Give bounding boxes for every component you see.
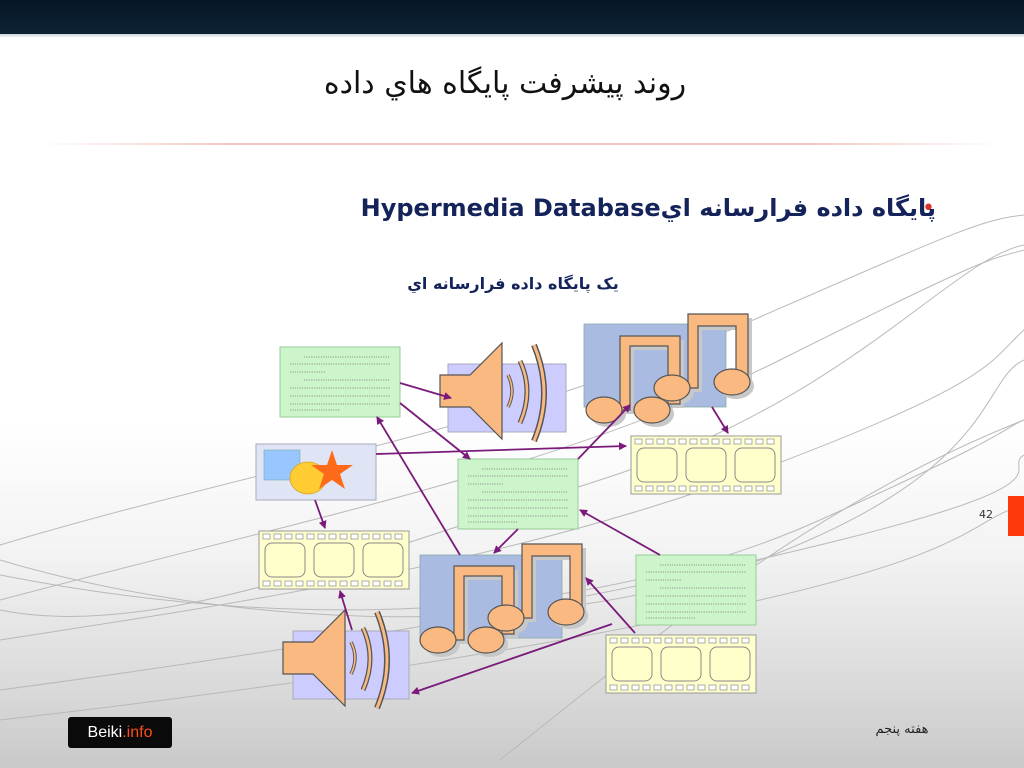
page-accent-tab — [1008, 496, 1024, 536]
link-arrow — [314, 499, 327, 529]
link-arrow — [493, 528, 519, 554]
footer-text: هفته پنجم — [875, 722, 929, 737]
title-divider — [40, 143, 1000, 145]
top-bar — [0, 0, 1024, 34]
bullet-item: پايگاه داده فرارسانه ايHypermedia Databa… — [361, 194, 936, 222]
top-bar-rule — [0, 34, 1024, 38]
link-arrow — [338, 590, 353, 631]
slide-title: روند پيشرفت پايگاه هاي داده — [323, 66, 687, 101]
film-strip-icon — [605, 634, 757, 694]
link-arrow — [399, 402, 471, 460]
link-arrow — [399, 382, 452, 400]
diagram-caption: يک پايگاه داده فرارسانه اي — [407, 274, 619, 293]
link-arrow — [375, 442, 627, 455]
image-shapes-icon — [255, 443, 377, 501]
film-strip-icon — [630, 435, 782, 495]
film-strip-icon — [258, 530, 410, 590]
link-arrow — [411, 623, 613, 695]
link-arrow — [376, 416, 461, 556]
bullet-text-en: Hypermedia Database — [360, 194, 661, 222]
logo-name: Beiki — [87, 723, 123, 741]
text-document-icon — [635, 554, 757, 626]
logo: Beiki.info — [68, 717, 172, 748]
hyperlink-arrows — [314, 382, 729, 695]
link-arrow — [585, 577, 636, 634]
text-document-icon — [457, 458, 579, 530]
bullet-text-fa: پايگاه داده فرارسانه اي — [660, 194, 936, 222]
link-arrow — [577, 404, 631, 460]
link-arrow — [579, 509, 661, 556]
page-number: 42 — [979, 508, 993, 521]
text-document-icon — [279, 346, 401, 418]
link-arrow — [711, 406, 729, 434]
logo-tld: .info — [122, 723, 153, 741]
bullet-marker: • — [922, 196, 935, 221]
